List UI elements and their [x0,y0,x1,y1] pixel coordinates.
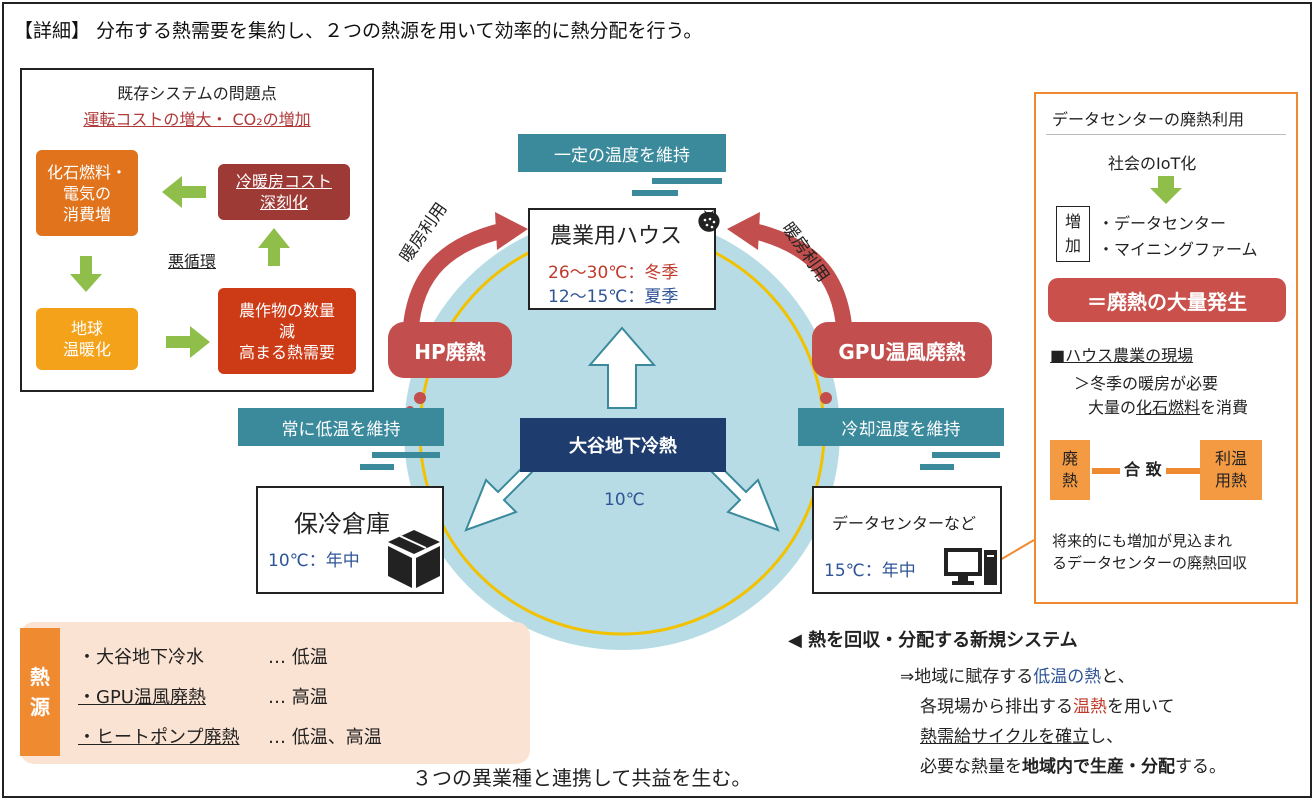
arrow-down-icon [70,256,102,292]
new-system-line: 必要な熱量を地域内で生産・分配する。 [920,757,1226,777]
hp-waste-cloud: HP廃熱 [388,322,512,378]
page-title: 【詳細】 分布する熱需要を集約し、２つの熱源を用いて効率的に熱分配を行う。 [14,20,703,42]
problem-subtitle: 運転コストの増大・ CO₂の増加 [83,110,311,129]
teal-bar [632,190,678,196]
warehouse-name: 保冷倉庫 [294,510,390,538]
left-down-arrow [464,458,538,532]
gpu-waste-cloud: GPU温風廃熱 [812,322,992,378]
datacenter-name: データセンターなど [832,514,977,533]
heat-sources-box [20,622,530,764]
winter-temp: 26～30℃：冬季 [548,263,679,283]
gpu-dot-1 [820,392,832,404]
computer-icon [944,548,997,585]
cold-warehouse-box: 保冷倉庫 10℃：年中 [256,486,444,594]
left-heating-arrowhead [495,212,528,250]
teal-bar [920,464,954,470]
teal-bar [360,464,394,470]
panel-title: データセンターの廃熱利用 [1052,110,1245,129]
right-down-arrow [706,458,780,532]
heat-source-list: ・大谷地下冷水… 低温 ・GPU温風廃熱… 高温 ・ヒートポンプ廃熱… 低温、高… [78,638,382,758]
waste-heat-box: 廃 熱 [1050,440,1090,500]
fossil-fuel-box: 化石燃料・ 電気の 消費増 [36,150,138,236]
teal-bar [652,178,722,184]
mass-waste-box: ＝廃熱の大量発生 [1048,278,1286,322]
future-text: 将来的にも増加が見込まれ るデータセンターの廃熱回収 [1052,532,1248,572]
mining-item: ・マイニングファーム [1098,240,1258,259]
center-temp: 10℃ [604,490,645,510]
vicious-cycle-label: 悪循環 [168,252,217,271]
match-label: 合 致 [1120,456,1166,480]
arrow-left-icon [162,176,206,208]
agri-house-name: 農業用ハウス [550,224,683,249]
cycle-arrows [70,176,290,358]
iot-label: 社会のIoT化 [1108,154,1197,173]
arrow-down-icon [1150,176,1182,204]
new-system-body: ⇒地域に賦存する低温の熱と、 各現場から排出する温熱を用いて 熱需給サイクルを確… [900,662,1226,782]
new-system-title: ◀ 熱を回収・分配する新規システム [788,630,1078,651]
scene-line-1: ＞冬季の暖房が必要 [1074,374,1219,393]
hp-dot-1 [414,392,426,404]
constant-temp-label: 一定の温度を維持 [518,134,726,172]
datacenter-box: データセンターなど 15℃：年中 [812,486,1002,594]
problem-box: 既存システムの問題点 運転コストの増大・ CO₂の増加 化石燃料・ 電気の 消費… [20,68,374,392]
new-system-line: 各現場から排出する温熱を用いて [920,697,1175,717]
heat-source-tag: 熱 源 [20,628,60,756]
new-system-line: ⇒地域に賦存する低温の熱と、 [900,667,1135,687]
agri-house-box: 農業用ハウス 26～30℃：冬季 12～15℃：夏季 [528,208,716,310]
dc-item: ・データセンター [1098,214,1227,233]
teal-bar [372,452,440,458]
arrow-up-icon [258,228,290,266]
arrow-right-icon [166,326,210,358]
divider [1046,134,1286,135]
summer-temp: 12～15℃：夏季 [548,287,679,307]
up-arrow [587,326,657,409]
dc-connector [999,539,1035,561]
cooling-temp-label: 冷却温度を維持 [798,408,1004,446]
crop-box: 農作物の数量 減 高まる熱需要 [218,288,356,374]
increase-box: 増 加 [1056,206,1090,262]
bottom-caption: ３つの異業種と連携して共益を生む。 [412,766,752,790]
use-heat-box: 利温 用熱 [1200,440,1262,500]
teal-bar [932,452,1000,458]
underground-cold-box: 大谷地下冷熱 [520,418,726,472]
scene-line-2: 大量の化石燃料を消費 [1088,398,1249,417]
global-warming-box: 地球 温暖化 [36,308,138,370]
scene-title: ■ハウス農業の現場 [1050,346,1194,365]
strawberry-icon [698,210,720,232]
box-icon [388,530,440,588]
cooling-cost-box: 冷暖房コスト 深刻化 [218,164,350,220]
heat-source-item: ・GPU温風廃熱… 高温 [78,687,328,708]
warehouse-temp: 10℃：年中 [268,551,360,571]
heat-source-item: ・大谷地下冷水… 低温 [78,647,328,668]
datacenter-waste-panel: データセンターの廃熱利用 社会のIoT化 増 加 ・データセンター ・マイニング… [1034,92,1298,604]
datacenter-temp: 15℃：年中 [824,561,916,581]
right-heating-arrowhead [727,212,760,250]
new-system-line: 熱需給サイクルを確立し、 [920,727,1124,747]
low-temp-label: 常に低温を維持 [238,408,444,446]
heat-source-item: ・ヒートポンプ廃熱… 低温、高温 [78,727,382,748]
problem-title: 既存システムの問題点 [117,84,277,103]
